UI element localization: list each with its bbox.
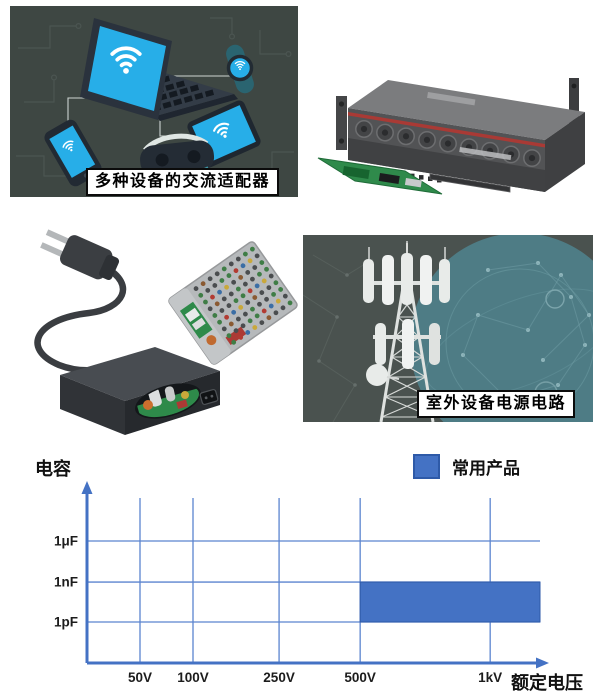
capacitance-chart: 电容 常用产品 50V 100V 250V 500V 1kV 1μF 1nF 1pF 额定电压: [0, 440, 600, 700]
antenna-array-lower: [373, 319, 441, 369]
devices-photo: 多种设备的交流适配器: [10, 6, 298, 197]
chart-plot-area: 50V 100V 250V 500V 1kV 1μF 1nF 1pF: [54, 481, 549, 685]
svg-text:1μF: 1μF: [54, 534, 78, 549]
cell-tower-photo: 室外设备电源电路: [303, 235, 593, 422]
adapter-cutaway-internals: [135, 383, 203, 424]
front-lower-band: [348, 138, 545, 192]
caption-tower: 室外设备电源电路: [417, 390, 576, 418]
tower-structure: [363, 241, 450, 422]
rack-unit-illustration: [310, 8, 595, 198]
power-adapter-photo: [5, 215, 300, 440]
legend-swatch: [413, 454, 440, 479]
antenna-array-upper: [363, 241, 450, 305]
caption-devices: 多种设备的交流适配器: [86, 168, 280, 196]
svg-text:1kV: 1kV: [478, 670, 502, 685]
ventilation-holes: [193, 246, 293, 345]
laptop-illustration: [80, 18, 238, 121]
svg-text:500V: 500V: [344, 670, 376, 685]
legend-label: 常用产品: [452, 459, 520, 478]
common-products-bar: [359, 581, 541, 623]
chart-x-axis-title: 额定电压: [511, 673, 583, 693]
chassis-right-side: [545, 112, 585, 192]
satellite-dish: [366, 364, 400, 386]
smartwatch-illustration: [226, 44, 254, 94]
pcb-board: [317, 157, 443, 195]
power-adapter-illustration: [5, 215, 300, 440]
svg-text:1nF: 1nF: [54, 575, 78, 590]
chart-legend: 常用产品: [413, 454, 520, 479]
power-inlet: [199, 389, 219, 405]
svg-text:50V: 50V: [128, 670, 152, 685]
svg-text:1pF: 1pF: [54, 614, 78, 629]
model-label-plate: [459, 147, 512, 161]
rack-unit-photo: [310, 8, 595, 198]
chassis-top: [348, 80, 585, 140]
svg-text:100V: 100V: [177, 670, 209, 685]
adapter-body: [60, 347, 220, 435]
perforated-psu: [168, 241, 298, 365]
front-red-stripe: [348, 112, 545, 148]
mounting-ear-left: [336, 96, 347, 150]
svg-text:250V: 250V: [263, 670, 295, 685]
chart-y-axis-title: 电容: [35, 459, 71, 479]
devices-illustration: [10, 6, 298, 197]
top-logo-plate: [427, 92, 476, 106]
power-plug: [40, 229, 120, 280]
front-slot: [429, 173, 511, 193]
cell-tower-illustration: [303, 235, 593, 422]
